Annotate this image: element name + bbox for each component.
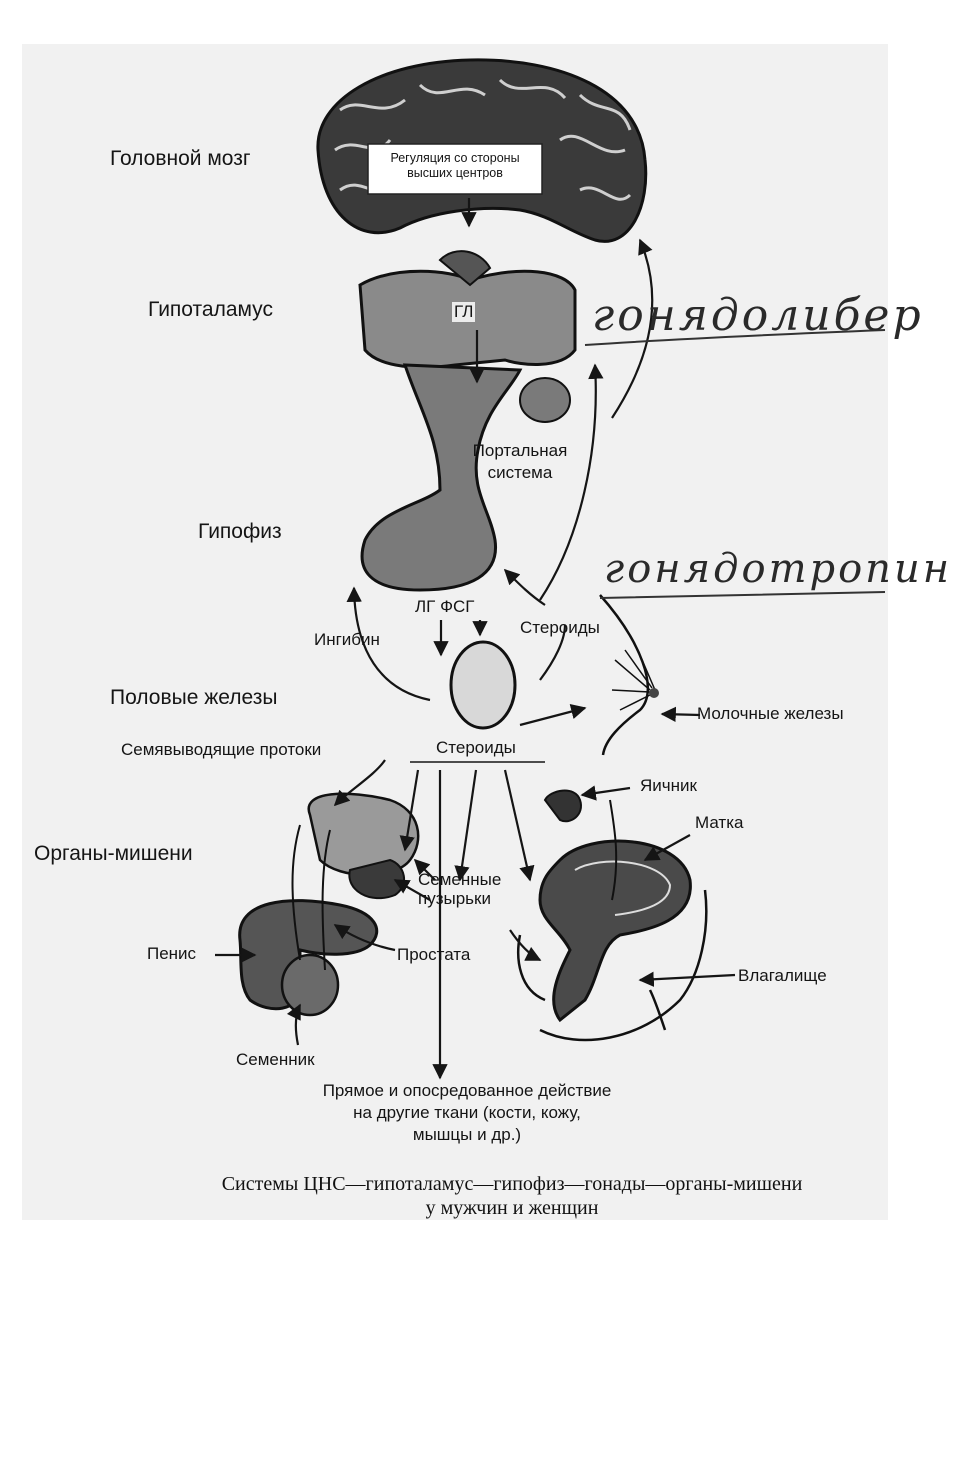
label-seminal-ducts: Семявыводящие протоки	[121, 740, 322, 759]
label-testis: Семенник	[236, 1050, 315, 1069]
label-ovary: Яичник	[640, 776, 697, 795]
label-mammary-glands: Молочные железы	[697, 704, 844, 723]
label-steroids-lower: Стероиды	[436, 738, 516, 757]
label-lg-fsg: ЛГ ФСГ	[415, 597, 475, 616]
label-uterus: Матка	[695, 813, 744, 832]
handwritten-note-1: гонядолибер	[592, 290, 924, 341]
label-brain: Головной мозг	[110, 147, 251, 170]
handwriting-underline-1	[584, 329, 886, 346]
mammary-illustration	[599, 594, 659, 756]
female-organs-illustration	[517, 789, 708, 1042]
label-gl: ГЛ	[452, 302, 476, 322]
label-pituitary: Гипофиз	[198, 520, 282, 543]
handwriting-underline-2	[599, 591, 886, 599]
male-organs-illustration	[238, 792, 420, 1017]
gonad-illustration	[449, 640, 517, 730]
label-hypothalamus: Гипоталамус	[148, 298, 273, 321]
label-penis: Пенис	[147, 944, 197, 963]
label-other-tissues: Прямое и опосредованное действие на друг…	[322, 1081, 612, 1144]
label-portal-system: Портальная система	[472, 441, 568, 482]
label-steroids-upper: Стероиды	[520, 618, 600, 637]
caption-line-2: у мужчин и женщин	[425, 1197, 599, 1219]
arrows	[215, 198, 736, 1080]
handwritten-note-2: гонядотропин	[604, 546, 953, 592]
label-prostate: Простата	[397, 945, 471, 964]
caption-line-1: Системы ЦНС—гипоталамус—гипофиз—гонады—о…	[221, 1173, 803, 1195]
label-target-organs: Органы-мишени	[34, 842, 193, 865]
label-gonads: Половые железы	[110, 686, 278, 709]
brain-illustration	[316, 58, 648, 243]
label-vagina: Влагалище	[738, 966, 827, 985]
label-regulation: Регуляция со стороны высших центров	[390, 151, 520, 180]
scanned-page	[22, 44, 888, 1220]
label-inhibin: Ингибин	[314, 630, 380, 649]
label-seminal-vesicles: Семенные пузырьки	[418, 870, 502, 908]
